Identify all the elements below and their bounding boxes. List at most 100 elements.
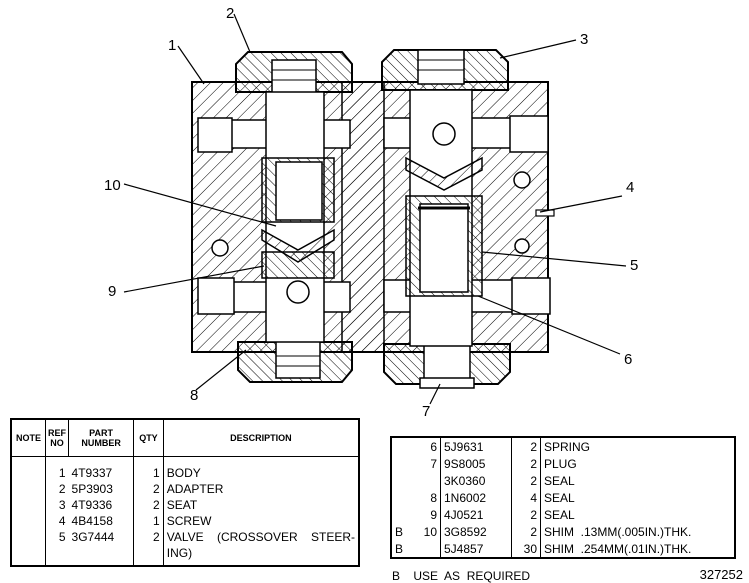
cell-part — [69, 545, 134, 566]
cell-qty: 1 — [133, 513, 164, 529]
cell-note — [11, 513, 46, 529]
table-row: 2 5P3903 2 ADAPTER — [11, 481, 359, 497]
cell-desc: SHIM .13MM(.005IN.)THK. — [540, 523, 735, 540]
cell-ref: 7 — [430, 456, 437, 471]
parts-table-header: NOTE REF NO PART NUMBER QTY DESCRIPTION — [10, 418, 360, 457]
cell-desc: PLUG — [540, 455, 735, 472]
cell-qty: 30 — [511, 540, 541, 558]
cell-qty: 2 — [133, 481, 164, 497]
cell-ref: 2 — [45, 481, 69, 497]
screw — [535, 209, 555, 217]
cell-part: 3G7444 — [71, 530, 115, 544]
cell-desc: SHIM .254MM(.01IN.)THK. — [540, 540, 735, 558]
header-note: NOTE — [10, 418, 47, 457]
cell-note — [11, 529, 46, 545]
cell-note: B — [395, 541, 404, 556]
footnote: B USE AS REQUIRED — [392, 569, 531, 583]
cell-desc: SEAL — [540, 472, 735, 489]
cell-ref — [416, 472, 441, 489]
cell-ref: 1 — [45, 456, 69, 481]
cell-note — [11, 545, 46, 566]
cell-ref: 6 — [430, 439, 437, 454]
cell-note — [11, 481, 46, 497]
cell-part: 4J0521 — [440, 506, 512, 523]
callout-1: 1 — [168, 37, 176, 54]
table-row: 7 9S8005 2 PLUG — [391, 455, 735, 472]
callout-9: 9 — [108, 283, 116, 300]
cell-note — [11, 497, 46, 513]
cell-desc: SCREW — [162, 513, 359, 529]
table-row: ING) — [11, 545, 359, 566]
header-qty: QTY — [133, 418, 164, 457]
cell-ref: 10 — [423, 524, 437, 539]
table-row: 4 4B4158 1 SCREW — [11, 513, 359, 529]
cell-desc: SEAL — [540, 489, 735, 506]
cell-part: 4T9337 — [71, 466, 113, 480]
callout-10: 10 — [104, 177, 121, 194]
cell-qty: 2 — [133, 529, 164, 545]
table-row: 6 5J9631 2 SPRING — [391, 437, 735, 455]
callout-3: 3 — [580, 31, 588, 48]
cell-desc: SEAT — [162, 497, 359, 513]
cell-ref — [45, 545, 69, 566]
cell-qty: 2 — [511, 472, 541, 489]
leader-lines — [123, 13, 627, 405]
cell-qty: 2 — [133, 497, 164, 513]
cell-ref: 5 — [45, 529, 69, 545]
parts-table-right: 6 5J9631 2 SPRING 7 9S8005 2 PLUG 3K0360… — [390, 436, 736, 559]
parts-table-left: NOTE REF NO PART NUMBER QTY DESCRIPTION … — [10, 418, 360, 567]
cell-qty: 1 — [133, 456, 164, 481]
callout-7: 7 — [422, 403, 430, 420]
cell-part: 5J9631 — [440, 437, 512, 455]
cell-ref: 8 — [430, 490, 437, 505]
cell-note — [391, 472, 416, 489]
cell-ref: 4 — [45, 513, 69, 529]
adapter-top-right — [381, 49, 509, 91]
cell-note — [391, 455, 416, 472]
cell-part: 4B4158 — [71, 514, 113, 528]
cell-qty: 2 — [511, 506, 541, 523]
callout-4: 4 — [626, 179, 634, 196]
cell-part: 5P3903 — [71, 482, 113, 496]
cell-desc: SPRING — [540, 437, 735, 455]
valve-right — [405, 156, 483, 297]
port-fittings — [197, 115, 551, 315]
mounting-holes — [211, 171, 531, 257]
cell-note — [391, 506, 416, 523]
cell-qty — [133, 545, 164, 566]
cell-ref — [416, 540, 441, 558]
cell-qty: 4 — [511, 489, 541, 506]
callout-8: 8 — [190, 387, 198, 404]
check-balls — [286, 122, 456, 304]
cell-part: 3K0360 — [440, 472, 512, 489]
table-row: 5 3G7444 2 VALVE (CROSSOVER STEER- — [11, 529, 359, 545]
valve-assembly-drawing: 1 2 3 4 5 6 7 8 9 10 — [104, 5, 638, 420]
callout-2: 2 — [226, 5, 234, 22]
cell-desc: VALVE (CROSSOVER STEER- — [162, 529, 359, 545]
cell-qty: 2 — [511, 437, 541, 455]
drawing-number: 327252 — [699, 567, 743, 582]
table-row: 3K0360 2 SEAL — [391, 472, 735, 489]
cell-part: 5J4857 — [440, 540, 512, 558]
cell-desc: ING) — [162, 545, 359, 566]
cell-qty: 2 — [511, 523, 541, 540]
header-ref: REF NO — [45, 418, 70, 457]
cell-note: B — [395, 524, 404, 539]
cell-part: 4T9336 — [71, 498, 113, 512]
cell-desc: SEAL — [540, 506, 735, 523]
cell-part: 3G8592 — [440, 523, 512, 540]
table-row: 9 4J0521 2 SEAL — [391, 506, 735, 523]
plug-bottom-right — [383, 343, 511, 389]
valve-left — [261, 157, 335, 279]
cell-ref: 9 — [430, 507, 437, 522]
callout-6: 6 — [624, 351, 632, 368]
cell-note — [391, 489, 416, 506]
table-row: 3 4T9336 2 SEAT — [11, 497, 359, 513]
cell-note — [391, 437, 416, 455]
table-row: 8 1N6002 4 SEAL — [391, 489, 735, 506]
table-row: B 5J4857 30 SHIM .254MM(.01IN.)THK. — [391, 540, 735, 558]
callout-5: 5 — [630, 257, 638, 274]
cell-part: 1N6002 — [440, 489, 512, 506]
table-row: B 10 3G8592 2 SHIM .13MM(.005IN.)THK. — [391, 523, 735, 540]
adapter-bottom-left — [237, 339, 353, 383]
